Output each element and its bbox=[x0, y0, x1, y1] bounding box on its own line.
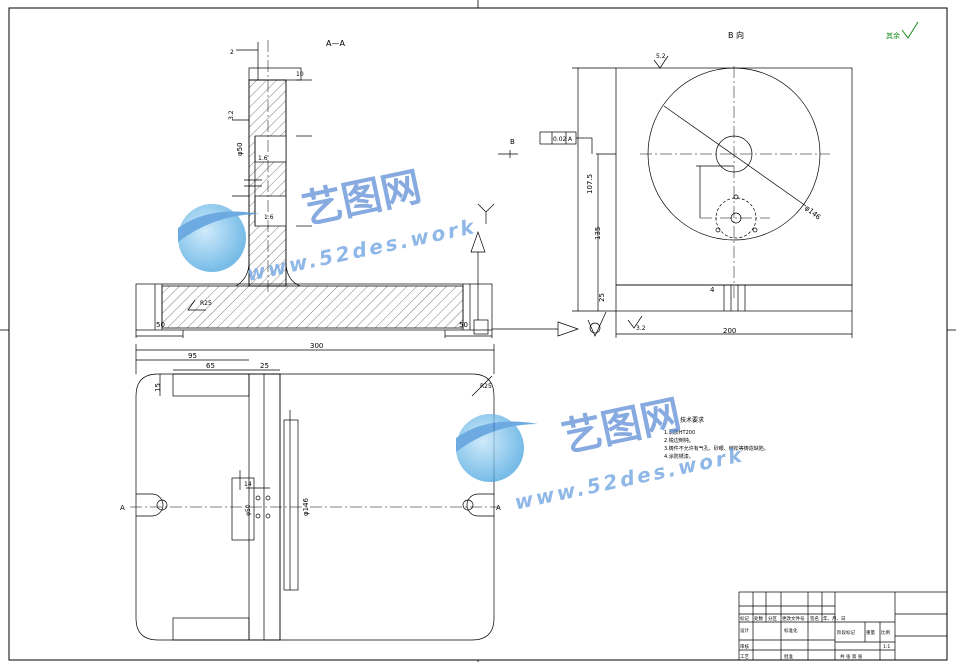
dim-phi146-plan: φ146 bbox=[302, 497, 310, 516]
dim-135: 135 bbox=[594, 227, 602, 240]
dim-4: 4 bbox=[710, 286, 715, 294]
dim-10: 10 bbox=[296, 71, 304, 78]
tech-requirements: 技术要求 1.调质HT200 2.锐边倒钝。 3.铸件不允许有气孔、砂眼、缩松等… bbox=[664, 416, 769, 460]
dim-95: 95 bbox=[188, 352, 197, 360]
watermark-top: 艺图网 www.52des.work bbox=[178, 164, 479, 286]
roughness-16a: 1.6 bbox=[258, 155, 268, 162]
tb-sheet: 共 张 第 张 bbox=[840, 653, 863, 660]
dim-r25-plan: R25 bbox=[480, 383, 492, 390]
dim-65: 65 bbox=[206, 362, 215, 370]
section-a-right-label: A bbox=[496, 504, 501, 512]
dim-25b: 25 bbox=[598, 293, 606, 302]
tb-c4: 更改文件号 bbox=[782, 615, 805, 622]
tb-approve: 批准 bbox=[784, 653, 793, 660]
section-a-arrow bbox=[492, 311, 607, 337]
dim-r25: R25 bbox=[200, 300, 212, 307]
tb-c3: 分区 bbox=[768, 615, 777, 622]
section-title: A—A bbox=[326, 39, 345, 48]
dim-50-left: 50 bbox=[156, 321, 165, 329]
roughness-16b: 1.6 bbox=[264, 214, 274, 221]
section-a-a-view bbox=[135, 40, 493, 338]
dim-25: 25 bbox=[260, 362, 269, 370]
tb-check: 审核 bbox=[740, 643, 749, 650]
plan-view bbox=[130, 344, 500, 641]
tolerance-value: 0.02 bbox=[553, 136, 567, 143]
plan-view-labels: 300 95 65 25 15 A A R25 φ146 φ50 14 bbox=[120, 342, 501, 516]
roughness-32: 3.2 bbox=[228, 110, 235, 120]
dim-phi50-plan: φ50 bbox=[245, 504, 252, 516]
tb-scale: 比例 bbox=[881, 629, 890, 636]
tb-c6: 年、月、日 bbox=[823, 615, 846, 622]
dim-phi50: φ50 bbox=[236, 142, 244, 156]
tb-craft: 工艺 bbox=[740, 654, 749, 660]
title-block-text: 标记 处数 分区 更改文件号 签名 年、月、日 设计 标准化 审核 工艺 批准 … bbox=[740, 615, 890, 660]
tech-note-2: 2.锐边倒钝。 bbox=[664, 437, 694, 444]
section-a-left-label: A bbox=[120, 504, 125, 512]
svg-text:其余: 其余 bbox=[886, 31, 900, 40]
surface-finish-mark: 其余 bbox=[886, 21, 919, 40]
base-plate-outline bbox=[135, 283, 493, 331]
dim-14: 14 bbox=[244, 481, 252, 488]
dim-300: 300 bbox=[310, 342, 323, 350]
tb-weight: 重量 bbox=[866, 629, 875, 636]
dim-50-right: 50 bbox=[459, 321, 468, 329]
dim-200: 200 bbox=[723, 327, 736, 335]
tb-std: 标准化 bbox=[784, 627, 798, 634]
view-b-arrow bbox=[470, 150, 518, 320]
svg-text:艺图网: 艺图网 bbox=[298, 164, 425, 234]
tb-stage: 阶段标记 bbox=[837, 629, 855, 636]
dim-phi146: φ146 bbox=[803, 204, 822, 222]
tb-c5: 签名 bbox=[810, 615, 819, 622]
view-b-arrow-label: B bbox=[510, 138, 515, 146]
dim-15: 15 bbox=[154, 383, 162, 392]
roughness-32b: 3.2 bbox=[636, 325, 646, 332]
title-block bbox=[738, 591, 948, 661]
section-a-a-labels: A—A 50 50 φ50 1.6 1.6 3.2 2 10 R25 bbox=[156, 39, 468, 329]
svg-text:www.52des.work: www.52des.work bbox=[512, 442, 746, 514]
tb-c1: 标记 bbox=[740, 615, 749, 622]
roughness-52: 5.2 bbox=[656, 53, 666, 60]
tech-note-3: 3.铸件不允许有气孔、砂眼、缩松等铸造缺陷。 bbox=[664, 445, 769, 452]
tb-design: 设计 bbox=[740, 627, 749, 634]
view-b bbox=[539, 55, 853, 338]
tech-note-1: 1.调质HT200 bbox=[664, 429, 695, 436]
dim-107: 107.5 bbox=[586, 174, 594, 194]
tech-title: 技术要求 bbox=[680, 416, 704, 424]
tech-note-4: 4.涂防锈漆。 bbox=[664, 453, 694, 460]
tb-c2: 处数 bbox=[754, 615, 763, 622]
view-b-labels: B 向 200 107.5 135 25 4 φ146 5.2 3.2 0.02… bbox=[553, 30, 822, 335]
base-plate-hatch bbox=[161, 285, 464, 329]
dim-2: 2 bbox=[230, 49, 234, 56]
tb-scale-value: 1:1 bbox=[883, 644, 890, 650]
view-b-title: B 向 bbox=[728, 30, 744, 40]
tolerance-datum: A bbox=[568, 136, 573, 143]
plan-outline bbox=[135, 373, 495, 641]
